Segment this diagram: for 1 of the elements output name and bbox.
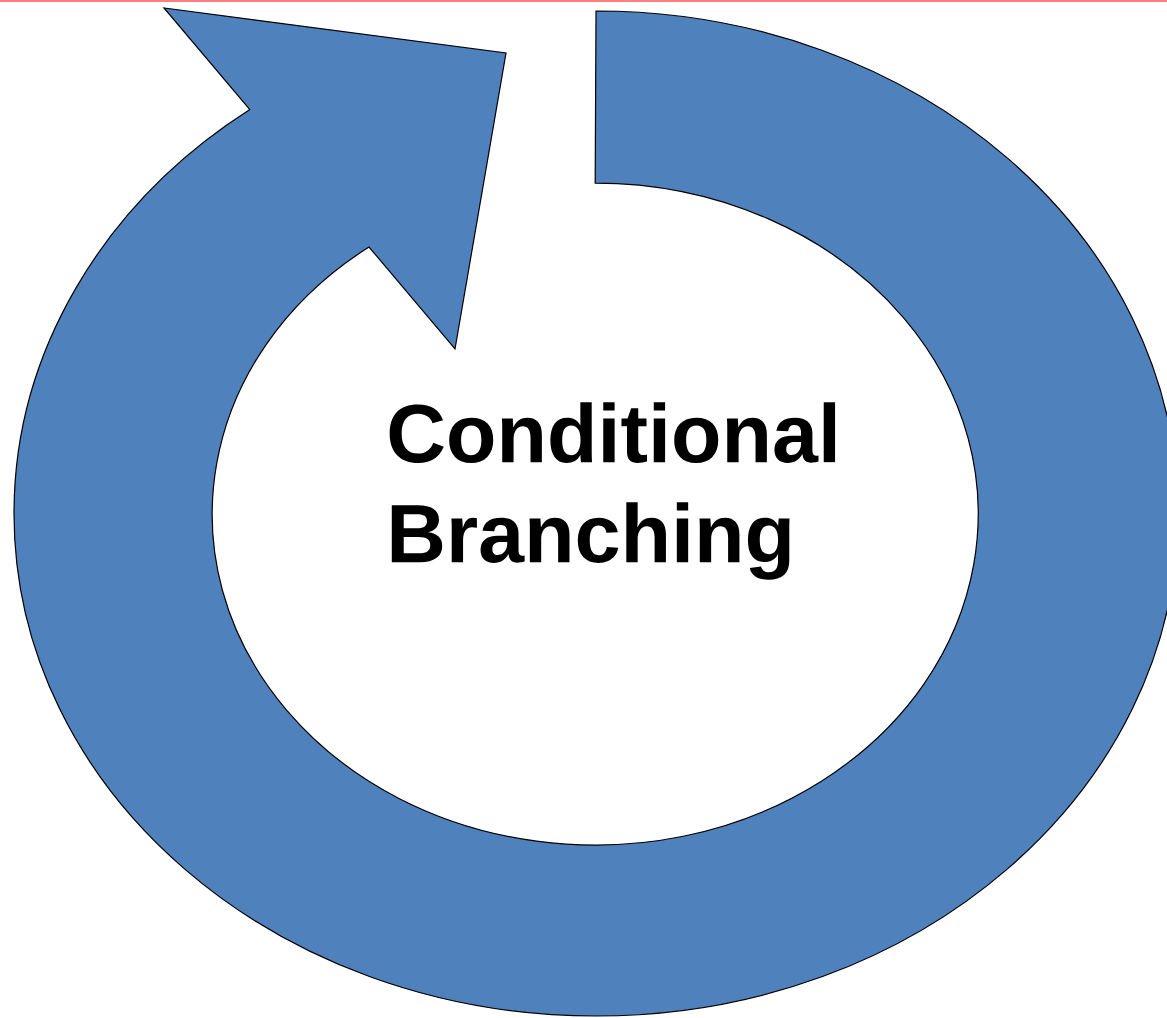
label: Conditional Branching [389,402,836,580]
